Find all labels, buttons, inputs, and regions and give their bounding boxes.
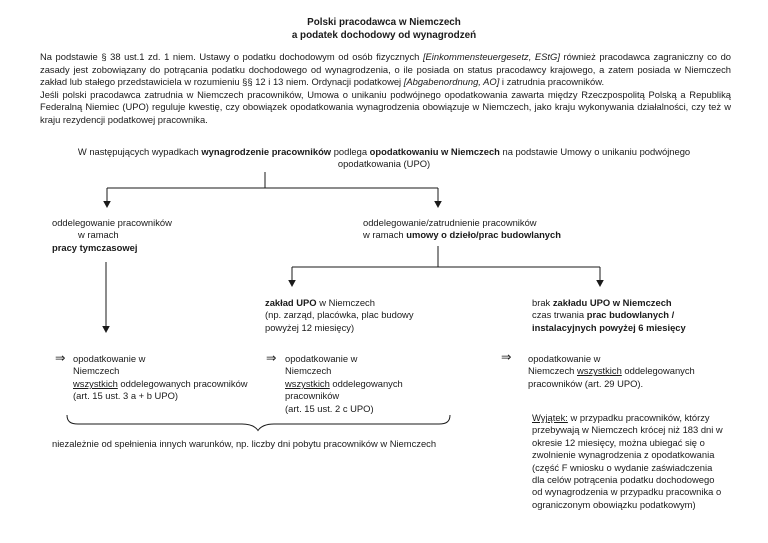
lead-seg2-bold: wynagrodzenie pracowników xyxy=(201,146,332,157)
exception-line3: okresie 12 miesięcy, można ubiegać się o xyxy=(532,436,705,448)
exception-line7: od wynagrodzenia w przypadku pracownika … xyxy=(532,486,722,498)
result-right-line2-rest: oddelegowanych xyxy=(621,365,695,377)
intro-paragraph-2: Jeśli polski pracodawca zatrudnia w Niem… xyxy=(40,89,731,127)
node-est-line1-rest: w Niemczech xyxy=(316,297,375,308)
node-est-line2: (np. zarząd, placówka, plac budowy xyxy=(265,309,414,321)
arrowhead-left-long xyxy=(102,326,110,333)
intro-p1-italic-estg: [Einkommensteuergesetz, EStG] xyxy=(422,51,560,62)
arrowhead-level1-right xyxy=(434,201,442,208)
brace-note: niezależnie od spełnienia innych warunkó… xyxy=(52,438,437,449)
node-contract-line2: w ramach umowy o dzieło/prac budowlanych xyxy=(363,229,561,241)
node-temporary-work: oddelegowanie pracowników w ramach pracy… xyxy=(52,217,172,254)
node-noest-line2: czas trwania prac budowlanych / xyxy=(532,309,686,321)
result-middle-line3: wszystkich oddelegowanych xyxy=(285,378,403,390)
intro-text: Na podstawie § 38 ust.1 zd. 1 niem. Usta… xyxy=(40,51,731,126)
node-contract-line1: oddelegowanie/zatrudnienie pracowników xyxy=(363,217,537,228)
exception-line1: Wyjątek: w przypadku pracowników, którzy xyxy=(532,412,723,424)
result-middle-arrow-icon: ⇒ xyxy=(266,350,277,365)
result-right-arrow-icon: ⇒ xyxy=(501,349,512,364)
result-left-line3-rest: oddelegowanych pracowników xyxy=(117,377,248,389)
result-left-line3: wszystkich oddelegowanych pracowników xyxy=(73,378,248,390)
result-right: opodatkowanie w Niemczech wszystkich odd… xyxy=(528,353,695,390)
exception-line8: ograniczonym obowiązku podatkowym) xyxy=(532,498,696,510)
result-middle-line3-underlined: wszystkich xyxy=(285,377,330,389)
node-est-line1: zakład UPO w Niemczech xyxy=(265,297,414,309)
node-noest-line2-bold: prac budowlanych / xyxy=(586,309,675,321)
lead-seg5: na podstawie Umowy o unikaniu podwójnego xyxy=(499,146,691,157)
exception-line4: zwolnienie wynagrodzenia z opodatkowania xyxy=(532,449,715,461)
result-right-line3: pracowników (art. 29 UPO). xyxy=(528,377,644,389)
exception-block: Wyjątek: w przypadku pracowników, którzy… xyxy=(532,412,723,511)
node-temp-line1: oddelegowanie pracowników xyxy=(52,217,172,228)
intro-p1-seg1: Na podstawie § 38 ust.1 zd. 1 niem. Usta… xyxy=(40,51,423,62)
result-left-line3-underlined: wszystkich xyxy=(73,377,118,389)
result-middle-line5: (art. 15 ust. 2 c UPO) xyxy=(285,402,374,414)
node-est-line1-bold: zakład UPO xyxy=(265,297,317,308)
node-noest-line2-pre: czas trwania xyxy=(532,309,587,321)
exception-label: Wyjątek: xyxy=(532,412,568,423)
node-contract-line2-pre: w ramach xyxy=(363,229,407,241)
result-left-line2: Niemczech xyxy=(73,365,120,377)
arrowhead-level2-right xyxy=(596,280,604,287)
node-temp-line2: w ramach xyxy=(78,229,119,241)
node-noest-line1-pre: brak xyxy=(532,297,553,308)
result-middle-line3-rest: oddelegowanych xyxy=(329,377,403,389)
intro-p1-italic-ao: [Abgabenordnung, AO] xyxy=(403,76,500,88)
node-establishment: zakład UPO w Niemczech (np. zarząd, plac… xyxy=(265,297,414,334)
result-right-line2-pre: Niemczech xyxy=(528,365,577,377)
exception-line5: (część F wniosku o wydanie zaświadczenia xyxy=(532,461,713,473)
page-title-line1: Polski pracodawca w Niemczech xyxy=(307,17,461,28)
node-contract-work: oddelegowanie/zatrudnienie pracowników w… xyxy=(363,217,561,242)
node-temp-line3: pracy tymczasowej xyxy=(52,241,138,253)
node-contract-line2-bold: umowy o dzieło/prac budowlanych xyxy=(406,229,561,241)
result-middle-line1: opodatkowanie w xyxy=(285,353,358,364)
result-left-line4: (art. 15 ust. 3 a + b UPO) xyxy=(73,390,178,402)
result-right-line2: Niemczech wszystkich oddelegowanych xyxy=(528,365,695,377)
result-left-arrow-icon: ⇒ xyxy=(55,350,66,365)
arrowhead-level2-left xyxy=(288,280,296,287)
intro-p1-seg5: i zatrudnia pracowników. xyxy=(499,76,605,88)
result-middle-line2: Niemczech xyxy=(285,365,332,377)
intro-paragraph-1: Na podstawie § 38 ust.1 zd. 1 niem. Usta… xyxy=(40,51,731,89)
underbrace xyxy=(66,414,451,432)
lead-line1: W następujących wypadkach wynagrodzenie … xyxy=(0,146,768,158)
node-est-line3: powyżej 12 miesięcy) xyxy=(265,321,355,333)
node-noest-line1: brak zakładu UPO w Niemczech xyxy=(532,297,686,309)
lead-seg3: podlega xyxy=(331,146,370,157)
exception-line6: dla celów potrącenia podatku dochodowego xyxy=(532,474,715,486)
node-noest-line1-bold: zakładu UPO w Niemczech xyxy=(552,297,672,308)
lead-seg4-bold: opodatkowaniu w Niemczech xyxy=(369,146,500,157)
page-title-line2: a podatek dochodowy od wynagrodzeń xyxy=(291,30,477,41)
arrowhead-level1-left xyxy=(103,201,111,208)
page-title: Polski pracodawca w Niemczech a podatek … xyxy=(0,16,768,42)
exception-line2: przebywają w Niemczech krócej niż 183 dn… xyxy=(532,424,723,436)
intro-p2-text: Jeśli polski pracodawca zatrudnia w Niem… xyxy=(40,88,731,125)
lead-seg1: W następujących wypadkach xyxy=(77,146,202,157)
result-left: opodatkowanie w Niemczech wszystkich odd… xyxy=(73,353,248,403)
result-middle: opodatkowanie w Niemczech wszystkich odd… xyxy=(285,353,403,415)
result-right-line2-underlined: wszystkich xyxy=(576,365,622,377)
node-noest-line3: instalacyjnych powyżej 6 miesięcy xyxy=(532,321,686,333)
result-right-line1: opodatkowanie w xyxy=(528,353,601,364)
lead-line2: opodatkowania (UPO) xyxy=(337,158,431,170)
result-left-line1: opodatkowanie w xyxy=(73,353,146,364)
result-middle-line4: pracowników xyxy=(285,390,340,402)
intro-p1-seg3: również pracodawca zagraniczny co do zas… xyxy=(40,51,731,88)
flowchart-lead-in: W następujących wypadkach wynagrodzenie … xyxy=(0,146,768,171)
node-no-establishment: brak zakładu UPO w Niemczech czas trwani… xyxy=(532,297,686,334)
exception-line1-rest: w przypadku pracowników, którzy xyxy=(567,412,710,423)
